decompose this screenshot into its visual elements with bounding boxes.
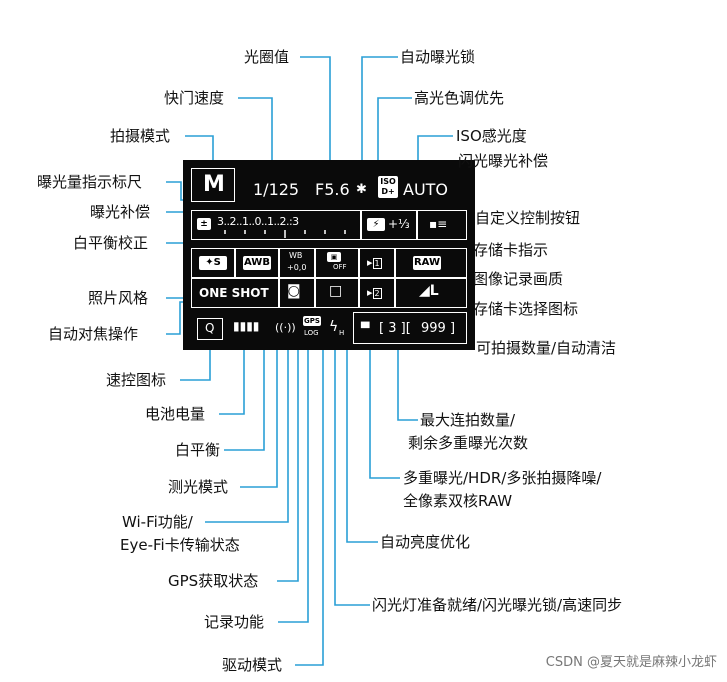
label-iso: ISO感光度	[456, 127, 527, 145]
quick-control-icon: Q	[205, 321, 215, 335]
label-ae-lock: 自动曝光锁	[400, 48, 476, 66]
af-box	[191, 278, 279, 308]
burst-value: [ 3 ][	[379, 321, 411, 336]
shots-box	[353, 312, 467, 344]
label-quick-control-icon: 速控图标	[106, 371, 167, 389]
label-gps-status: GPS获取状态	[168, 572, 259, 590]
label-card-select-icon: 存储卡选择图标	[473, 300, 579, 318]
iso-icon-bottom: D+	[381, 187, 395, 196]
gps-icon: GPS	[303, 316, 321, 326]
label-picture-style: 照片风格	[88, 289, 149, 307]
exposure-scale-value: 3..2..1..0..1..2.:3	[217, 215, 299, 228]
card-1-icon: ▸1	[367, 256, 382, 269]
mode-box	[191, 168, 235, 202]
shots-number: 999	[421, 321, 446, 336]
metering-box	[279, 278, 315, 308]
label-battery: 电池电量	[145, 405, 206, 423]
label-af-operation: 自动对焦操作	[48, 325, 139, 343]
label-multi-exposure-1: 多重曝光/HDR/多张拍摄降噪/	[403, 469, 602, 487]
label-aperture: 光圈值	[244, 48, 290, 66]
shutter-value: 1/125	[253, 180, 300, 199]
exposure-scale-box	[191, 210, 361, 240]
af-mode-value: ONE SHOT	[199, 286, 269, 300]
wb-correction-bottom: +0,0	[287, 263, 307, 272]
label-custom-controls: 自定义控制按钮	[475, 209, 581, 227]
picture-style-icon: ✦S	[199, 256, 227, 270]
wb-box	[235, 248, 279, 278]
card-indicator-box	[359, 248, 395, 278]
picture-style-box	[191, 248, 235, 278]
shooting-mode-value: M	[203, 172, 225, 197]
alo-box	[315, 248, 359, 278]
battery-icon: ▮▮▮▮	[233, 319, 260, 333]
gps-icon-top: GPS	[304, 317, 320, 325]
label-multi-exposure-2: 全像素双核RAW	[403, 492, 513, 510]
flash-ready-icon: ϟ	[329, 319, 339, 335]
label-shutter-speed: 快门速度	[164, 89, 225, 107]
label-metering-mode: 测光模式	[168, 478, 229, 496]
exposure-scale-ticks	[224, 230, 346, 238]
quality-size-icon: ◢L	[419, 283, 439, 299]
label-max-burst-2: 剩余多重曝光次数	[408, 434, 529, 452]
gps-log: LOG	[304, 329, 319, 337]
label-wifi-2: Eye-Fi卡传输状态	[120, 536, 240, 554]
iso-icon: ISO D+	[378, 176, 398, 198]
card-2-icon: ▸2	[367, 286, 382, 299]
card-1-number: 1	[372, 258, 382, 269]
label-wb-correction: 白平衡校正	[73, 234, 149, 252]
label-exposure-scale: 曝光量指示标尺	[37, 173, 143, 191]
label-auto-lighting: 自动亮度优化	[380, 533, 471, 551]
alo-off: OFF	[333, 263, 347, 271]
wb-correction-top: WB	[289, 251, 303, 260]
label-max-burst-1: 最大连拍数量/	[420, 411, 516, 429]
label-recording-function: 记录功能	[204, 613, 265, 631]
raw-icon: RAW	[413, 256, 441, 270]
label-wifi-1: Wi-Fi功能/	[122, 513, 193, 531]
metering-icon: ◙	[287, 283, 301, 299]
camera-lcd-panel: M 1/125 F5.6 ✱ ISO D+ AUTO ± 3..2..1..0.…	[183, 160, 475, 350]
wifi-icon: ((·))	[275, 321, 296, 334]
card-2-number: 2	[372, 288, 382, 299]
wb-correction-box	[279, 248, 315, 278]
custom-controls-box	[417, 210, 467, 240]
multi-exposure-icon: ▀	[361, 322, 370, 335]
quality-box	[395, 248, 467, 278]
aperture-value: F5.6	[315, 180, 350, 199]
quality-size-box	[395, 278, 467, 308]
flash-comp-box	[361, 210, 417, 240]
label-image-quality: 图像记录画质	[473, 270, 564, 288]
card-select-box	[359, 278, 395, 308]
label-shots-remaining: 可拍摄数量/自动清洁	[476, 339, 617, 357]
shots-value: 999 ]	[421, 321, 456, 336]
iso-icon-top: ISO	[380, 177, 396, 186]
label-exposure-comp: 曝光补偿	[90, 203, 151, 221]
burst-number: 3	[388, 321, 397, 336]
flash-ready-h: H	[339, 329, 345, 337]
drive-box	[315, 278, 359, 308]
label-flash-comp: 闪光曝光补偿	[458, 152, 549, 170]
flash-comp-value: +⅓	[388, 217, 410, 231]
alo-icon: ▣	[327, 252, 341, 262]
label-highlight-priority: 高光色调优先	[414, 89, 505, 107]
exposure-comp-icon: ±	[197, 218, 211, 230]
label-flash-ready: 闪光灯准备就绪/闪光曝光锁/高速同步	[372, 596, 623, 614]
awb-icon: AWB	[243, 256, 271, 270]
label-shooting-mode: 拍摄模式	[110, 127, 171, 145]
label-drive-mode: 驱动模式	[222, 656, 283, 674]
flash-comp-icon: ⚡	[367, 218, 385, 231]
label-card-indicator: 存储卡指示	[473, 241, 549, 259]
quality-size-value: L	[429, 283, 439, 299]
label-white-balance: 白平衡	[175, 441, 221, 459]
watermark: CSDN @夏天就是麻辣小龙虾	[545, 655, 717, 670]
drive-icon: □	[329, 283, 343, 299]
iso-value: AUTO	[403, 180, 449, 199]
custom-controls-icon: ▪≡	[429, 217, 448, 231]
quick-control-box	[197, 318, 223, 340]
ae-lock-icon: ✱	[356, 182, 367, 197]
